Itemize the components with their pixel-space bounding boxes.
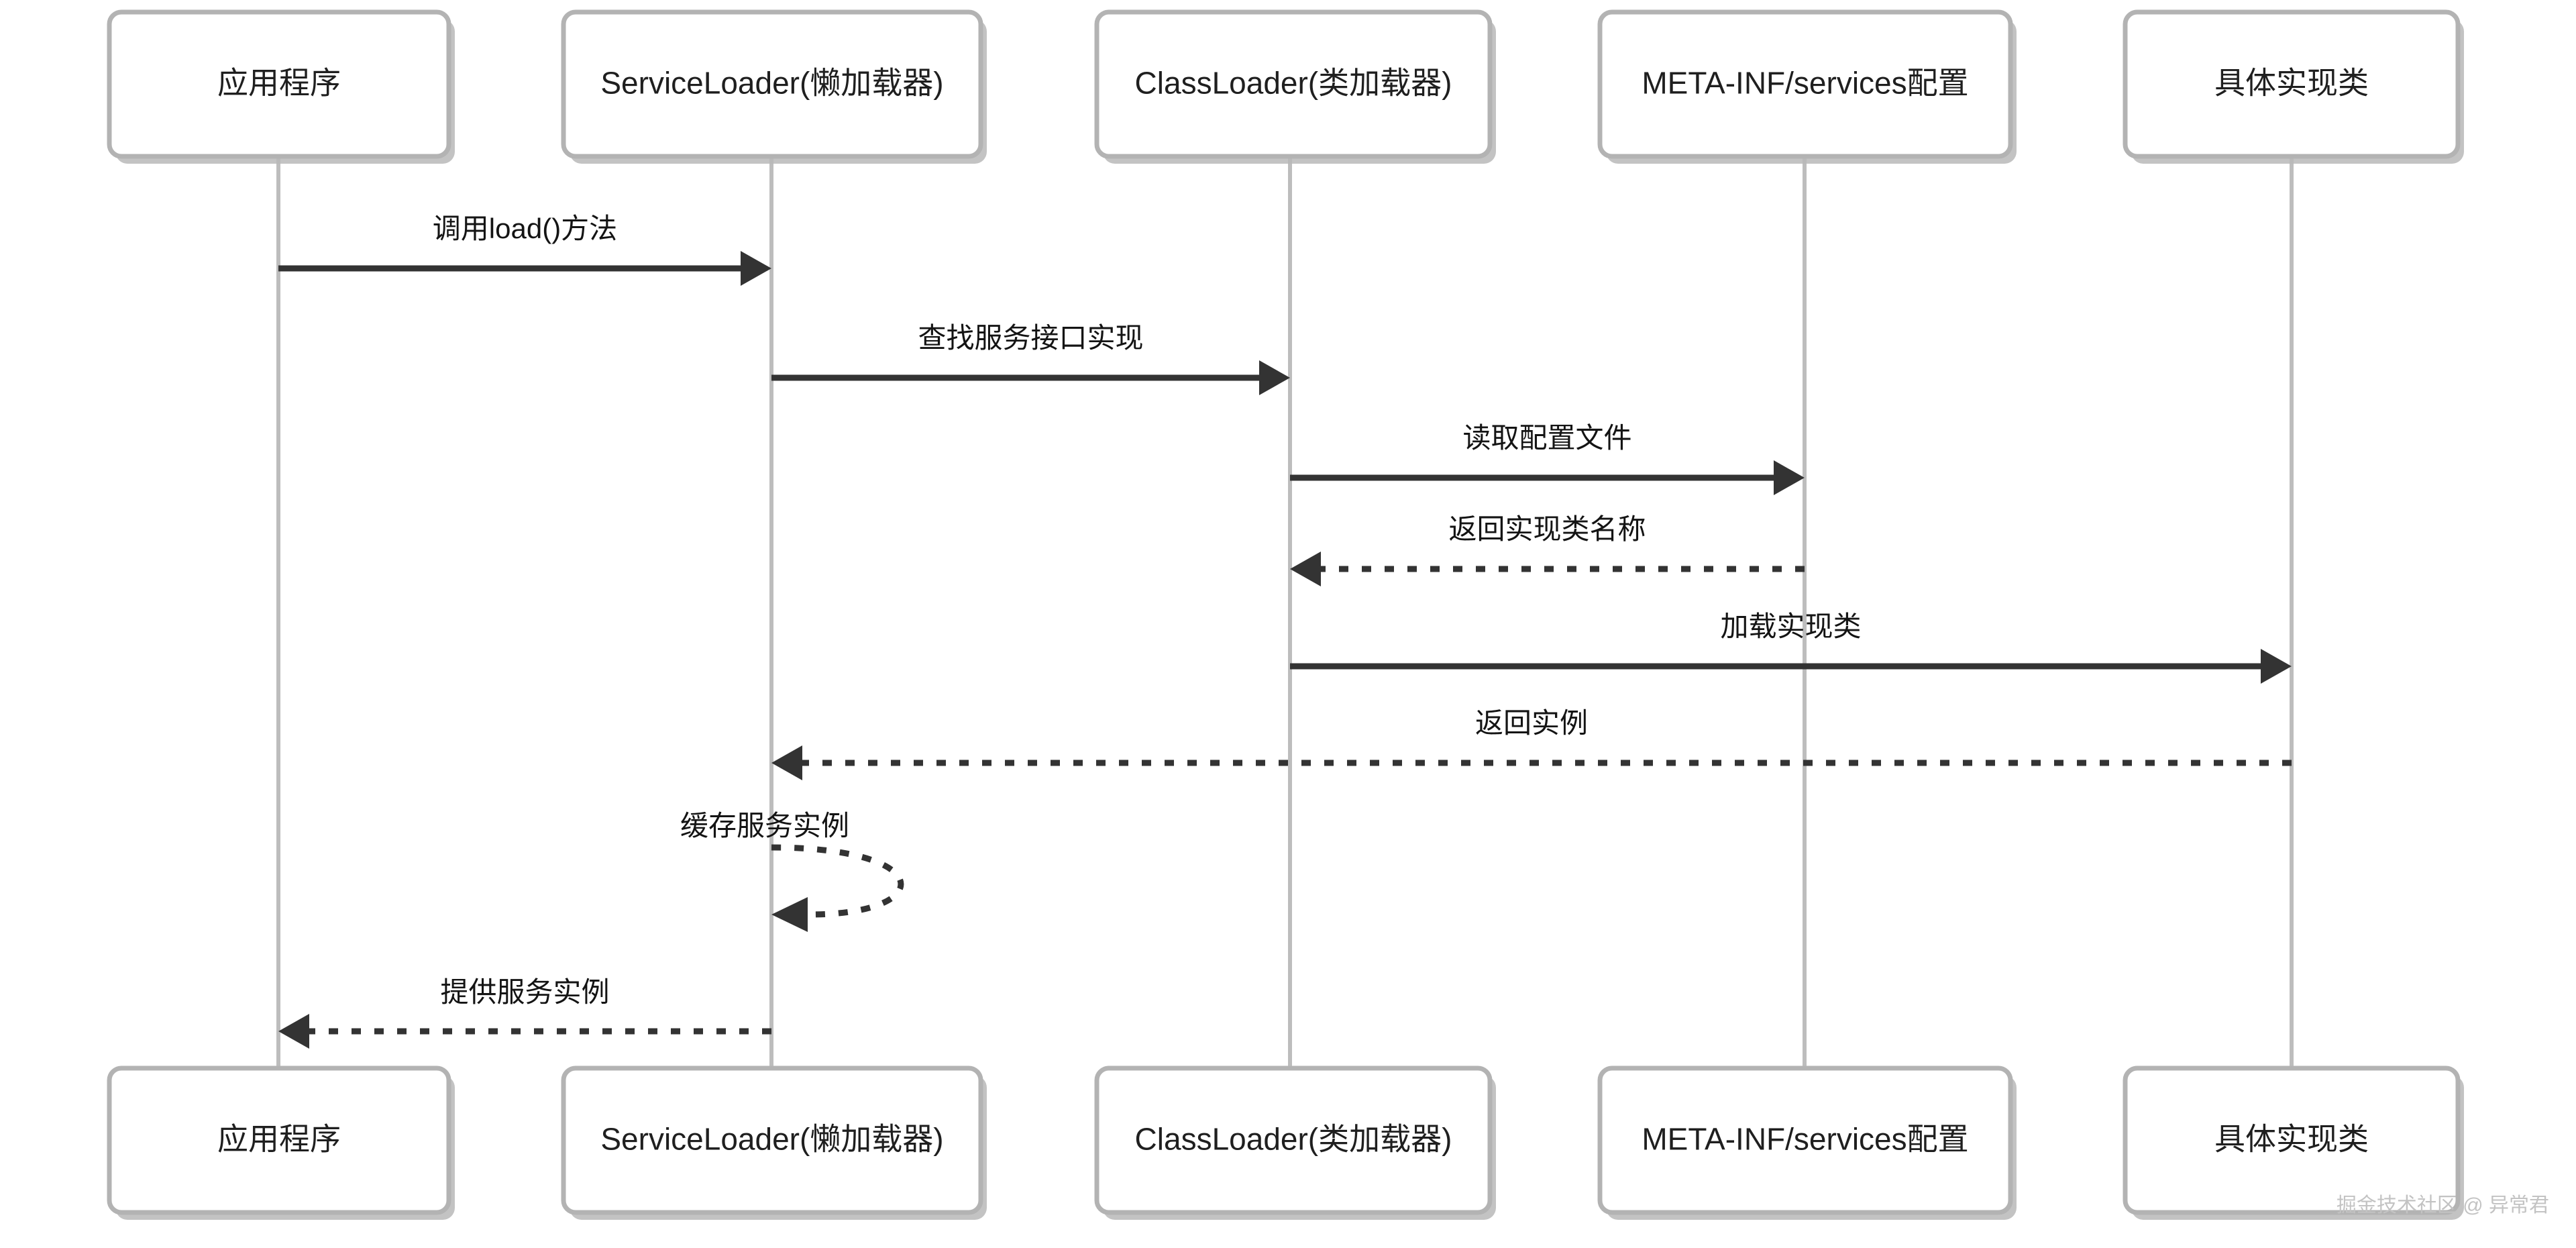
- message-2-loader-to-classloader[interactable]: 查找服务接口实现: [771, 322, 1290, 395]
- participant-box[interactable]: [1597, 9, 2013, 159]
- participant-label: META-INF/services配置: [1642, 1122, 1968, 1157]
- participant-metainf-top[interactable]: META-INF/services配置: [1597, 9, 2017, 164]
- participant-box[interactable]: [107, 9, 451, 159]
- message-arrowhead: [771, 745, 802, 780]
- participant-box[interactable]: [1094, 9, 1493, 159]
- message-5-classloader-to-impl[interactable]: 加载实现类: [1290, 611, 2292, 684]
- participant-label: 应用程序: [217, 1122, 341, 1157]
- participant-label: ServiceLoader(懒加载器): [600, 66, 943, 101]
- participant-impl-bottom[interactable]: 具体实现类: [2123, 1065, 2464, 1220]
- participant-box[interactable]: [561, 9, 983, 159]
- message-self-loop-path: [771, 844, 904, 918]
- message-label: 提供服务实例: [440, 976, 609, 1008]
- participant-app-bottom[interactable]: 应用程序: [107, 1065, 455, 1220]
- participant-label: ClassLoader(类加载器): [1135, 66, 1452, 101]
- message-label: 调用load()方法: [433, 213, 617, 244]
- message-label: 加载实现类: [1720, 611, 1861, 642]
- message-3-classloader-to-metainf[interactable]: 读取配置文件: [1290, 422, 1805, 495]
- participant-box[interactable]: [107, 1065, 451, 1215]
- message-arrowhead: [2261, 649, 2292, 684]
- participant-boxes-bottom: 应用程序 ServiceLoader(懒加载器) ClassLoader(类加载器)…: [107, 1065, 2464, 1220]
- watermark-label: 掘金技术社区 @ 异常君: [2337, 1194, 2549, 1216]
- participant-label: ServiceLoader(懒加载器): [600, 1122, 943, 1157]
- message-label: 返回实例: [1475, 707, 1588, 739]
- message-label: 查找服务接口实现: [918, 322, 1143, 354]
- participant-loader-top[interactable]: ServiceLoader(懒加载器): [561, 9, 987, 164]
- participant-label: 具体实现类: [2214, 66, 2369, 101]
- message-8-loader-to-app[interactable]: 提供服务实例: [278, 976, 771, 1049]
- messages-layer: 调用load()方法查找服务接口实现读取配置文件返回实现类名称加载实现类返回实例…: [278, 213, 2292, 1049]
- participant-app-top[interactable]: 应用程序: [107, 9, 455, 164]
- participant-metainf-bottom[interactable]: META-INF/services配置: [1597, 1065, 2017, 1220]
- message-arrowhead: [1774, 460, 1805, 495]
- lifelines-layer: [276, 156, 2294, 1068]
- participant-classloader-bottom[interactable]: ClassLoader(类加载器): [1094, 1065, 1496, 1220]
- participant-box[interactable]: [561, 1065, 983, 1215]
- message-arrowhead: [1259, 360, 1290, 395]
- message-label: 返回实现类名称: [1448, 513, 1646, 545]
- participant-label: 具体实现类: [2214, 1122, 2369, 1157]
- message-arrowhead: [741, 251, 771, 286]
- participant-box[interactable]: [1597, 1065, 2013, 1215]
- participant-loader-bottom[interactable]: ServiceLoader(懒加载器): [561, 1065, 987, 1220]
- participant-impl-top[interactable]: 具体实现类: [2123, 9, 2464, 164]
- message-7-loader-to-loader[interactable]: 缓存服务实例: [680, 810, 904, 932]
- message-label: 读取配置文件: [1462, 422, 1631, 454]
- participant-box[interactable]: [2123, 9, 2461, 159]
- message-label: 缓存服务实例: [680, 810, 849, 841]
- message-1-app-to-loader[interactable]: 调用load()方法: [278, 213, 771, 286]
- participant-label: ClassLoader(类加载器): [1135, 1122, 1452, 1157]
- message-arrowhead: [1290, 552, 1321, 586]
- message-arrowhead: [771, 897, 808, 932]
- message-6-impl-to-loader[interactable]: 返回实例: [771, 707, 2292, 780]
- participant-box[interactable]: [2123, 1065, 2461, 1215]
- participant-box[interactable]: [1094, 1065, 1493, 1215]
- participant-boxes-top: 应用程序 ServiceLoader(懒加载器) ClassLoader(类加载器)…: [107, 9, 2464, 164]
- participant-label: 应用程序: [217, 66, 341, 101]
- message-4-metainf-to-classloader[interactable]: 返回实现类名称: [1290, 513, 1805, 586]
- message-arrowhead: [278, 1014, 309, 1049]
- participant-label: META-INF/services配置: [1642, 66, 1968, 101]
- participant-classloader-top[interactable]: ClassLoader(类加载器): [1094, 9, 1496, 164]
